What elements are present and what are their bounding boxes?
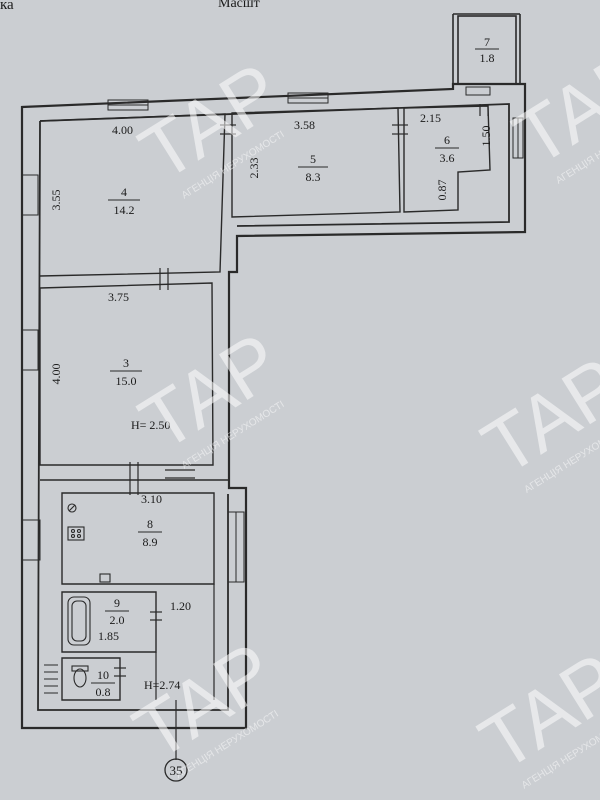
inner-wall-top xyxy=(39,103,510,227)
doors xyxy=(114,104,489,677)
dim-ceiling-wc: H=2.74 xyxy=(144,678,180,692)
room-4-area: 14.2 xyxy=(114,203,135,217)
toilet-icon xyxy=(73,668,87,688)
header-center-text: Масшт xyxy=(218,0,260,11)
dim-bath-height: 1.20 xyxy=(170,599,191,613)
room-4-number: 4 xyxy=(121,185,127,199)
room-5-number: 5 xyxy=(310,152,316,166)
stove-icon xyxy=(67,526,85,541)
windows xyxy=(21,86,524,694)
fixtures xyxy=(67,503,111,688)
dimension-labels: 4.00 3.55 3.58 2.33 2.15 1.50 0.87 3.75 … xyxy=(49,111,493,692)
room-5-outline xyxy=(231,107,401,218)
dim-room5-height: 2.33 xyxy=(247,158,261,179)
dim-corridor-width: 3.10 xyxy=(141,492,162,506)
room-9-area: 2.0 xyxy=(110,613,125,627)
room-8-number: 8 xyxy=(147,517,153,531)
room-8-area: 8.9 xyxy=(143,535,158,549)
dim-room6-small: 0.87 xyxy=(435,180,449,201)
dim-room3-height: 4.00 xyxy=(49,364,63,385)
room-7-area: 1.8 xyxy=(480,51,495,65)
dim-room6-height: 1.50 xyxy=(479,126,493,147)
header-left-text: ка xyxy=(0,0,14,13)
bathtub-icon xyxy=(67,596,91,646)
dim-room6-width: 2.15 xyxy=(420,111,441,125)
marker-label: 35 xyxy=(170,763,183,778)
dim-room4-width: 4.00 xyxy=(112,123,133,137)
dim-bath-width: 1.85 xyxy=(98,629,119,643)
room-labels: 7 1.8 4 14.2 5 8.3 6 3.6 3 15.0 8 8.9 9 … xyxy=(91,35,499,699)
room-10-number: 10 xyxy=(97,668,109,682)
room-3-area: 15.0 xyxy=(116,374,137,388)
room-6-area: 3.6 xyxy=(440,151,455,165)
inner-wall-left xyxy=(37,120,229,711)
room-3-outline xyxy=(39,282,214,466)
room-10-area: 0.8 xyxy=(96,685,111,699)
dim-ceiling-main: H= 2.50 xyxy=(131,418,170,432)
room-10-outline xyxy=(61,657,121,701)
room-7-number: 7 xyxy=(484,35,490,49)
dim-room4-height: 3.55 xyxy=(49,190,63,211)
room-9-number: 9 xyxy=(114,596,120,610)
room-6-number: 6 xyxy=(444,133,450,147)
room-4-outline xyxy=(39,113,226,277)
room-3-number: 3 xyxy=(123,356,129,370)
dim-room5-width: 3.58 xyxy=(294,118,315,132)
level-marker: 35 xyxy=(164,700,188,782)
room-5-area: 8.3 xyxy=(306,170,321,184)
sink-icon xyxy=(99,573,111,583)
balcony-outline xyxy=(457,15,517,85)
vent-symbol xyxy=(67,503,77,513)
dim-room3-width: 3.75 xyxy=(108,290,129,304)
